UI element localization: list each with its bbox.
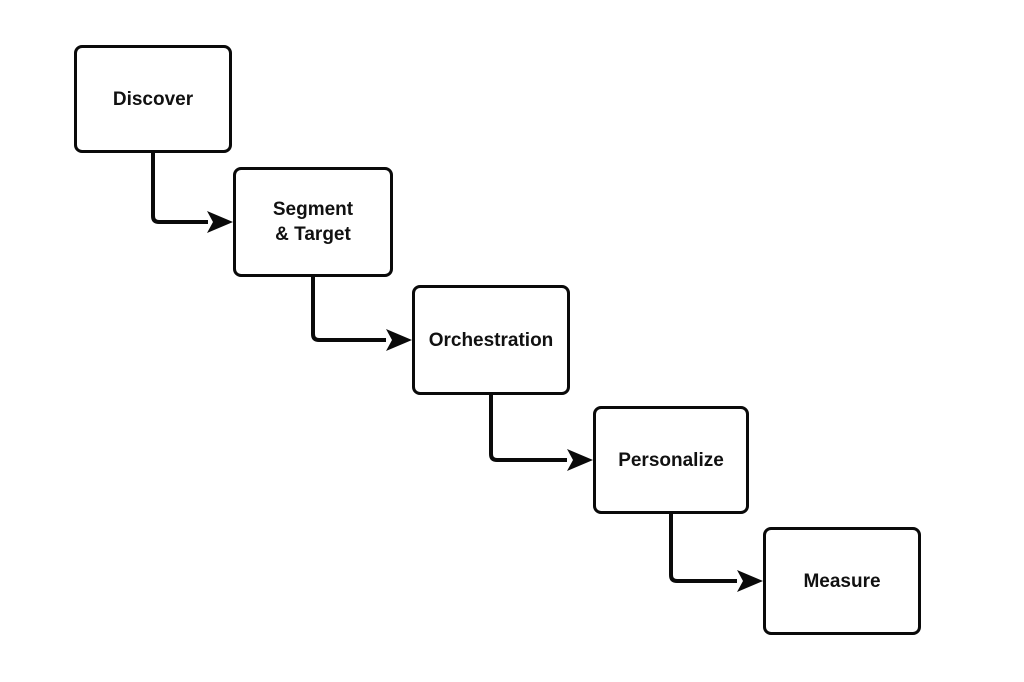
arrowhead-icon bbox=[386, 329, 412, 351]
connector-orchestration-to-personalize bbox=[489, 393, 593, 471]
flow-node-orchestration: Orchestration bbox=[412, 285, 570, 395]
connector-personalize-to-measure bbox=[669, 512, 763, 592]
flow-node-label: Measure bbox=[803, 570, 881, 592]
flow-node-label: Personalize bbox=[618, 449, 724, 471]
flow-node-label: Segment & Target bbox=[272, 199, 354, 245]
flow-node-segment-target: Segment & Target bbox=[233, 167, 393, 277]
flow-node-personalize: Personalize bbox=[593, 406, 749, 514]
connector-discover-to-segment bbox=[151, 151, 233, 233]
flow-node-measure: Measure bbox=[763, 527, 921, 635]
arrowhead-icon bbox=[567, 449, 593, 471]
arrowhead-icon bbox=[207, 211, 233, 233]
flow-node-discover: Discover bbox=[74, 45, 232, 153]
flow-node-label: Orchestration bbox=[428, 329, 554, 351]
connector-segment-to-orchestration bbox=[311, 275, 412, 351]
flow-node-label: Discover bbox=[112, 88, 194, 110]
arrowhead-icon bbox=[737, 570, 763, 592]
